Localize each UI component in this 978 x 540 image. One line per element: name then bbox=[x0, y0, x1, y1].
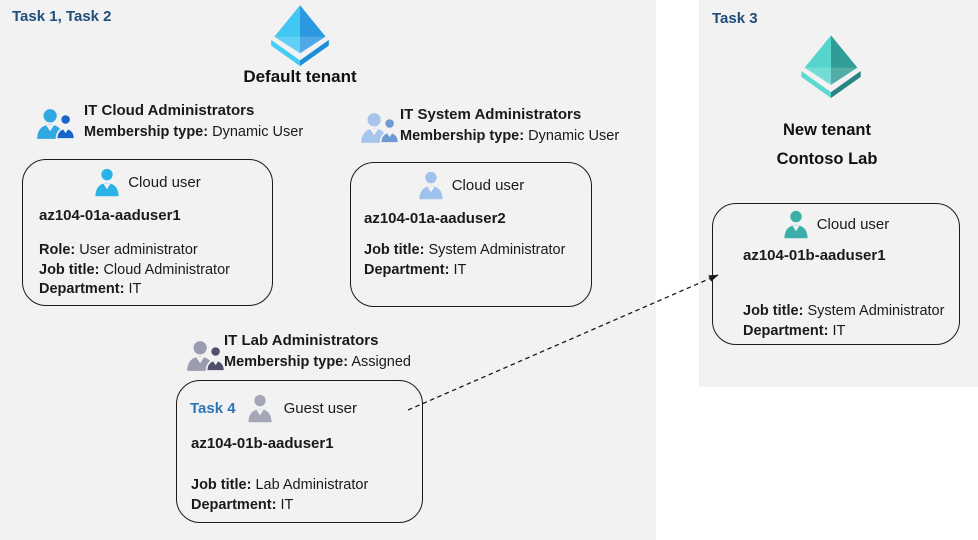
group-system-admins: IT System Administrators Membership type… bbox=[400, 106, 619, 144]
user-details: Job title: System Administrator Departme… bbox=[743, 302, 959, 341]
detail-line: Job title: System Administrator bbox=[364, 242, 566, 258]
user-card-aaduser1: Cloud user az104-01a-aaduser1 Role: User… bbox=[22, 159, 273, 306]
user-details: Job title: System Administrator Departme… bbox=[364, 241, 591, 280]
detail-line: Job title: System Administrator bbox=[743, 303, 945, 319]
group-cloud-admins: IT Cloud Administrators Membership type:… bbox=[84, 102, 303, 140]
user-card-aaduser2: Cloud user az104-01a-aaduser2 Job title:… bbox=[350, 162, 592, 307]
azure-ad-new-tenant-icon bbox=[798, 34, 864, 99]
cloud-user-icon bbox=[784, 210, 808, 238]
group-membership: Membership type: Dynamic User bbox=[400, 128, 620, 144]
user-name: az104-01a-aaduser2 bbox=[364, 210, 506, 227]
detail-line: Role: User administrator bbox=[39, 242, 198, 258]
guest-user-icon bbox=[247, 394, 272, 422]
user-name: az104-01a-aaduser1 bbox=[39, 207, 181, 224]
group-icon-cloud-admins bbox=[37, 109, 76, 140]
group-icon-system-admins bbox=[361, 113, 400, 144]
user-type-label: Cloud user bbox=[451, 176, 525, 194]
azure-ad-tenant-icon bbox=[268, 4, 332, 67]
cloud-user-icon bbox=[95, 168, 119, 196]
guest-user-card-aaduser1: Task 4 Guest user az104-01b-aaduser1 Job… bbox=[176, 380, 423, 523]
detail-line: Department: IT bbox=[743, 322, 846, 339]
user-type-label: Cloud user bbox=[128, 173, 201, 191]
user-type-label: Guest user bbox=[283, 399, 357, 417]
group-name: IT Cloud Administrators bbox=[84, 102, 255, 119]
new-tenant-user-card: Cloud user az104-01b-aaduser1 Job title:… bbox=[712, 203, 960, 345]
new-tenant-title: New tenant Contoso Lab bbox=[734, 116, 920, 174]
group-lab-admins: IT Lab Administrators Membership type: A… bbox=[224, 332, 411, 370]
detail-line: Department: IT bbox=[39, 281, 142, 297]
default-tenant-title: Default tenant bbox=[243, 67, 357, 86]
group-membership: Membership type: Dynamic User bbox=[84, 124, 304, 140]
card-header: Cloud user bbox=[713, 209, 959, 239]
default-tenant-panel bbox=[0, 0, 656, 540]
group-name: IT Lab Administrators bbox=[224, 332, 379, 349]
detail-line: Department: IT bbox=[364, 261, 467, 278]
group-icon-lab-admins bbox=[187, 341, 226, 372]
task-3-label: Task 3 bbox=[712, 10, 758, 27]
card-header: Cloud user bbox=[23, 167, 272, 197]
group-membership: Membership type: Assigned bbox=[224, 354, 411, 370]
new-tenant-line2: Contoso Lab bbox=[776, 150, 878, 168]
cloud-user-icon bbox=[419, 171, 443, 199]
card-header: Task 4 Guest user bbox=[177, 393, 422, 423]
user-type-label: Cloud user bbox=[816, 215, 890, 233]
user-name: az104-01b-aaduser1 bbox=[191, 435, 334, 452]
detail-line: Department: IT bbox=[191, 496, 294, 513]
card-header: Cloud user bbox=[351, 170, 591, 200]
new-tenant-line1: New tenant bbox=[782, 121, 871, 139]
user-details: Job title: Lab Administrator Department:… bbox=[191, 476, 422, 515]
user-details: Role: User administrator Job title: Clou… bbox=[39, 241, 272, 300]
detail-line: Job title: Cloud Administrator bbox=[39, 261, 230, 278]
task-4-label: Task 4 bbox=[190, 399, 236, 417]
user-name: az104-01b-aaduser1 bbox=[743, 247, 886, 264]
group-name: IT System Administrators bbox=[400, 106, 582, 123]
task-1-2-label: Task 1, Task 2 bbox=[12, 8, 112, 25]
detail-line: Job title: Lab Administrator bbox=[191, 477, 369, 493]
